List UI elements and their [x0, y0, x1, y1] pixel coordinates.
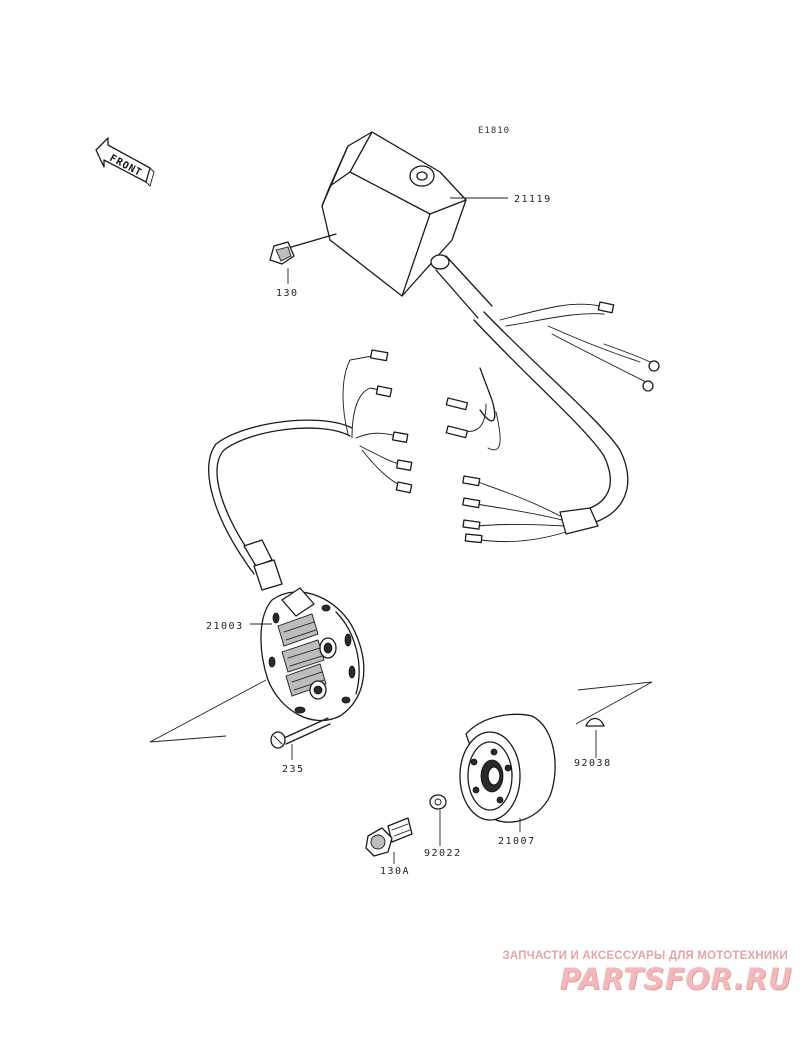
watermark-logo: PARTSFOR.RU	[559, 962, 792, 996]
assembly-guide-line	[575, 681, 653, 725]
front-arrow-icon: FRONT	[95, 137, 155, 187]
part-label-235: 235	[282, 764, 305, 775]
part-label-130A: 130A	[380, 866, 410, 877]
stator-assembly	[260, 587, 365, 722]
part-label-21003: 21003	[206, 621, 244, 632]
assembly-guide-line	[149, 679, 267, 743]
woodruff-key	[585, 717, 605, 727]
part-label-92022: 92022	[424, 848, 462, 859]
part-label-92038: 92038	[574, 758, 612, 769]
bolt-130A	[365, 817, 413, 857]
bolt-130	[269, 233, 337, 265]
stator-harness	[208, 349, 413, 591]
washer	[429, 794, 447, 810]
part-label-130: 130	[276, 288, 299, 299]
igniter-harness	[445, 301, 660, 544]
igniter-unit	[321, 131, 493, 319]
screw-235	[270, 717, 331, 749]
reference-code: E1810	[478, 126, 510, 136]
part-label-21007: 21007	[498, 836, 536, 847]
part-label-21119: 21119	[514, 194, 552, 205]
watermark-tagline: ЗАПЧАСТИ И АКСЕССУАРЫ ДЛЯ МОТОТЕХНИКИ	[502, 950, 788, 962]
flywheel-rotor	[459, 713, 556, 823]
